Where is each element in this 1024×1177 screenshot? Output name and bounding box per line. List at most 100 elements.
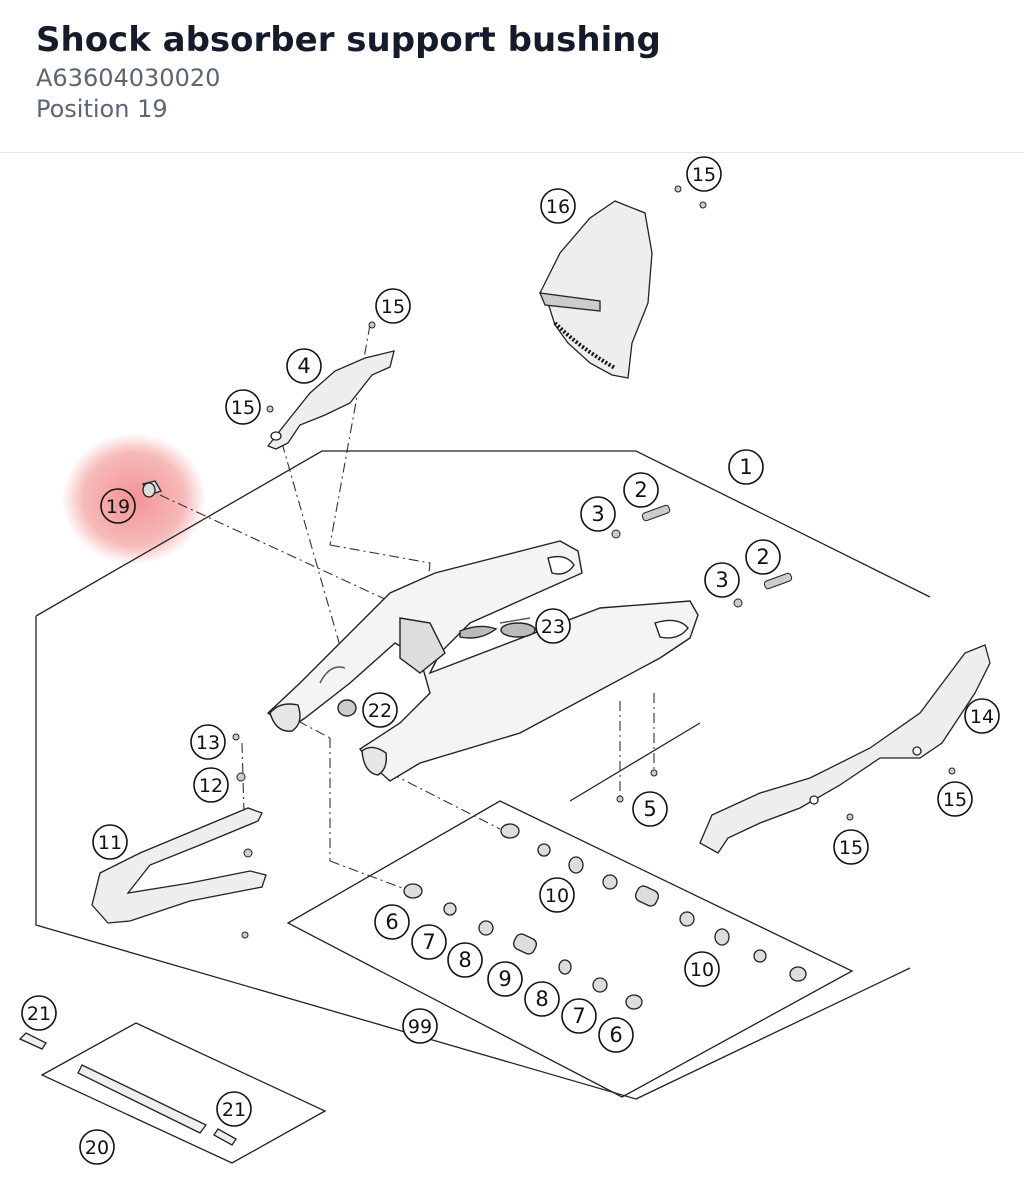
callout-4[interactable]: 4: [286, 348, 322, 384]
callout-circle: [216, 1091, 252, 1127]
callout-circle: [21, 995, 57, 1031]
callout-9[interactable]: 9: [487, 961, 523, 997]
callout-label: 7: [422, 930, 435, 954]
callout-6[interactable]: 6: [374, 904, 410, 940]
callout-circle: [833, 829, 869, 865]
callout-21[interactable]: 21: [216, 1091, 252, 1127]
callout-label: 99: [408, 1016, 432, 1038]
callout-label: 6: [385, 910, 398, 934]
callout-circle: [937, 781, 973, 817]
callout-8[interactable]: 8: [447, 942, 483, 978]
seal-22: [337, 699, 357, 717]
callout-circle: [580, 496, 616, 532]
callout-label: 4: [297, 354, 310, 378]
callout-23[interactable]: 23: [535, 608, 571, 644]
callout-13[interactable]: 13: [190, 724, 226, 760]
callout-label: 1: [739, 455, 752, 479]
callout-label: 15: [231, 397, 255, 419]
callout-12[interactable]: 12: [193, 767, 229, 803]
callout-14[interactable]: 14: [964, 698, 1000, 734]
callout-label: 21: [27, 1003, 51, 1025]
callout-label: 16: [546, 196, 570, 218]
callout-circle: [193, 767, 229, 803]
axle-20-part: [18, 1032, 237, 1146]
callout-label: 15: [839, 837, 863, 859]
callout-8[interactable]: 8: [524, 981, 560, 1017]
callout-label: 10: [545, 885, 569, 907]
callout-label: 2: [756, 545, 769, 569]
callout-6[interactable]: 6: [598, 1017, 634, 1053]
callout-2[interactable]: 2: [623, 472, 659, 508]
callout-label: 14: [970, 706, 994, 728]
exploded-parts-diagram: 1232345678987610101112131415151515151619…: [18, 156, 1000, 1165]
callout-label: 10: [690, 959, 714, 981]
callout-circle: [535, 608, 571, 644]
callout-7[interactable]: 7: [411, 924, 447, 960]
callout-21[interactable]: 21: [21, 995, 57, 1031]
callout-label: 20: [85, 1137, 109, 1159]
callout-circle: [684, 951, 720, 987]
callout-circle: [745, 539, 781, 575]
callout-99[interactable]: 99: [402, 1008, 438, 1044]
callout-label: 3: [591, 502, 604, 526]
callout-2[interactable]: 2: [745, 539, 781, 575]
callout-circle: [623, 472, 659, 508]
callout-label: 15: [692, 164, 716, 186]
callout-label: 15: [381, 296, 405, 318]
callout-15[interactable]: 15: [686, 156, 722, 192]
callout-circle: [362, 692, 398, 728]
seal-23: [500, 622, 536, 638]
callout-1[interactable]: 1: [728, 449, 764, 485]
callout-label: 13: [196, 732, 220, 754]
bearing-set-parts: [403, 823, 807, 1010]
callout-5[interactable]: 5: [632, 791, 668, 827]
callout-label: 6: [609, 1023, 622, 1047]
callout-circle: [524, 981, 560, 1017]
callout-label: 15: [943, 789, 967, 811]
callout-circle: [79, 1129, 115, 1165]
chain-guide-4-part: [266, 350, 395, 450]
callout-label: 5: [643, 797, 656, 821]
callout-15[interactable]: 15: [225, 389, 261, 425]
callout-10[interactable]: 10: [684, 951, 720, 987]
callout-circle: [100, 488, 136, 524]
callout-circle: [411, 924, 447, 960]
callout-label: 12: [199, 775, 223, 797]
bushing-19-part: [142, 480, 162, 498]
callout-circle: [92, 824, 128, 860]
small-bolts: [232, 185, 956, 939]
callout-22[interactable]: 22: [362, 692, 398, 728]
part-title: Shock absorber support bushing: [36, 20, 661, 60]
callout-circle: [598, 1017, 634, 1053]
callout-15[interactable]: 15: [937, 781, 973, 817]
callout-circle: [225, 389, 261, 425]
callout-circle: [447, 942, 483, 978]
callout-3[interactable]: 3: [580, 496, 616, 532]
callout-circle: [487, 961, 523, 997]
fender-16-part: [538, 200, 653, 379]
callout-19[interactable]: 19: [100, 488, 136, 524]
callout-label: 21: [222, 1099, 246, 1121]
callout-circle: [374, 904, 410, 940]
callout-7[interactable]: 7: [561, 998, 597, 1034]
callout-label: 11: [98, 832, 122, 854]
callout-circle: [190, 724, 226, 760]
callout-circle: [539, 877, 575, 913]
callout-15[interactable]: 15: [375, 288, 411, 324]
assembly-outlines: [35, 450, 931, 1164]
callout-circle: [561, 998, 597, 1034]
callout-circle: [964, 698, 1000, 734]
callout-label: 8: [535, 987, 548, 1011]
callout-20[interactable]: 20: [79, 1129, 115, 1165]
callout-10[interactable]: 10: [539, 877, 575, 913]
callout-circle: [286, 348, 322, 384]
callout-circle: [402, 1008, 438, 1044]
callout-15[interactable]: 15: [833, 829, 869, 865]
part-position: Position 19: [36, 95, 168, 123]
callout-label: 23: [541, 616, 565, 638]
callout-16[interactable]: 16: [540, 188, 576, 224]
chain-slider-11-part: [91, 807, 267, 924]
part-header: Shock absorber support bushing A63604030…: [0, 0, 1024, 153]
callout-11[interactable]: 11: [92, 824, 128, 860]
callout-3[interactable]: 3: [704, 562, 740, 598]
